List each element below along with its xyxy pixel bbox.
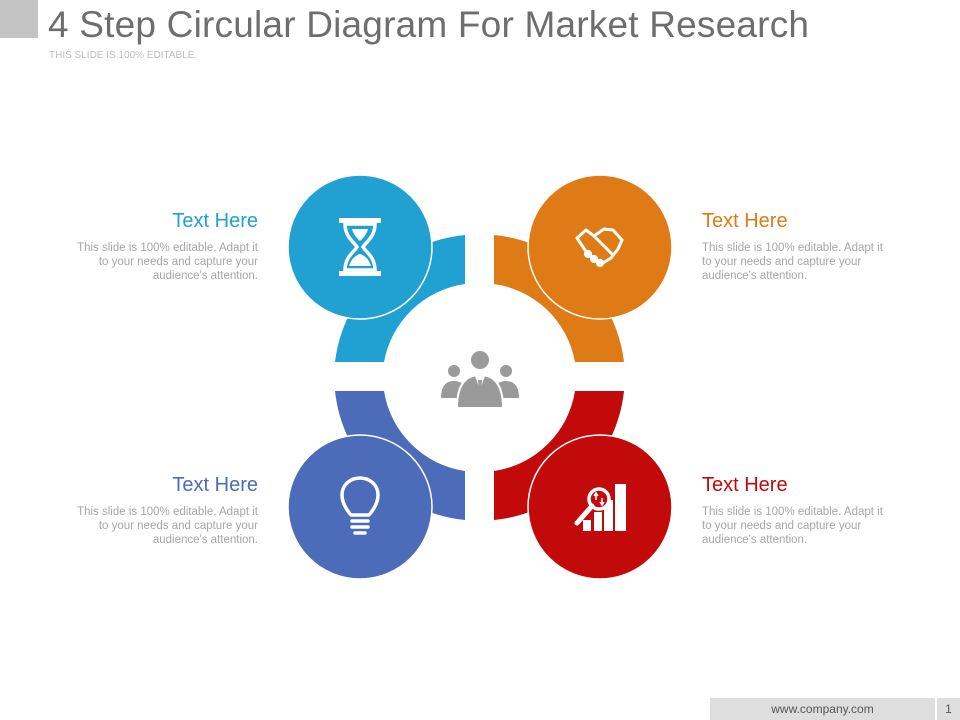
page-title: 4 Step Circular Diagram For Market Resea…	[48, 4, 810, 45]
step-title: Text Here	[702, 474, 788, 496]
handshake-icon	[575, 227, 624, 268]
step-block-red: Text Here This slide is 100% editable. A…	[702, 474, 892, 547]
corner-accent	[0, 0, 38, 38]
step-description: This slide is 100% editable. Adapt it to…	[77, 242, 258, 282]
step-circle-indigo	[287, 434, 433, 580]
step-description: This slide is 100% editable. Adapt it to…	[702, 242, 883, 282]
step-circle-orange	[527, 174, 673, 320]
step-block-blue: Text Here This slide is 100% editable. A…	[68, 210, 258, 283]
step-title: Text Here	[172, 474, 258, 496]
page-number: 1	[937, 698, 960, 720]
hourglass-icon	[339, 218, 381, 276]
page-subtitle: THIS SLIDE IS 100% EDITABLE.	[49, 50, 198, 61]
step-title: Text Here	[172, 210, 258, 232]
chart-search-icon	[574, 484, 626, 531]
lightbulb-icon	[340, 476, 380, 535]
step-description: This slide is 100% editable. Adapt it to…	[702, 506, 883, 546]
step-circle-blue	[287, 174, 433, 320]
footer-url: www.company.com	[710, 698, 935, 720]
step-title: Text Here	[702, 210, 788, 232]
step-block-orange: Text Here This slide is 100% editable. A…	[702, 210, 892, 283]
step-block-indigo: Text Here This slide is 100% editable. A…	[68, 474, 258, 547]
team-icon	[441, 349, 519, 409]
step-description: This slide is 100% editable. Adapt it to…	[77, 506, 258, 546]
